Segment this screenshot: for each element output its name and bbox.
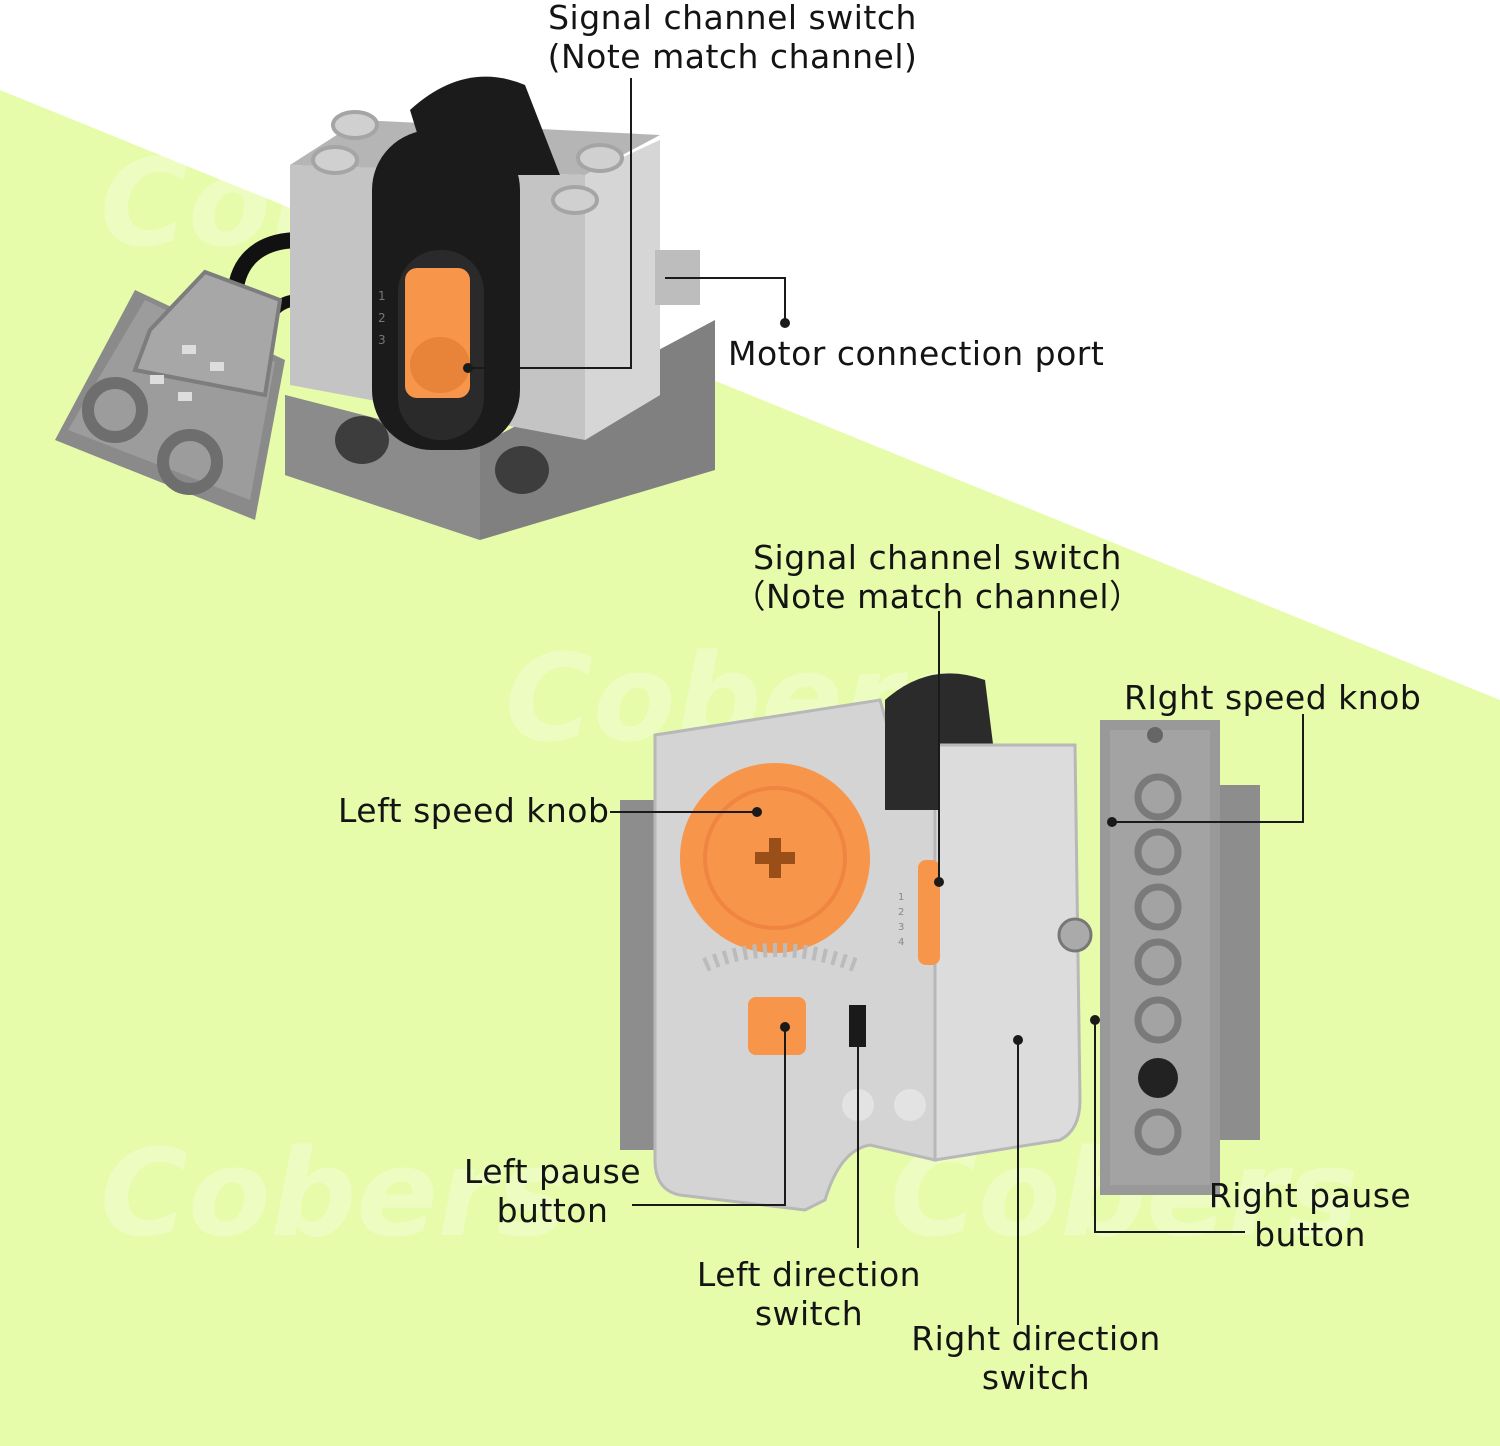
- left-direction-switch-label: Left direction switch: [680, 1255, 938, 1333]
- svg-text:4: 4: [898, 937, 904, 948]
- watermark-4: Cobers: [100, 1125, 568, 1264]
- receiver-channel-switch-line2: (Note match channel): [547, 37, 918, 76]
- remote-channel-switch-line1: Signal channel switch: [753, 538, 1122, 577]
- watermark-2: Cobers: [890, 135, 1358, 274]
- svg-text:2: 2: [378, 311, 386, 325]
- svg-text:1: 1: [898, 892, 904, 903]
- right-direction-switch-label: Right direction switch: [895, 1319, 1177, 1397]
- leader-right-speed-knob: [1112, 714, 1304, 823]
- leader-motor-port: [665, 277, 786, 323]
- left-pause-button-line2: button: [496, 1191, 609, 1230]
- left-pause-button-label: Left pause button: [440, 1152, 665, 1230]
- receiver-channel-switch-label: Signal channel switch (Note match channe…: [520, 0, 945, 76]
- leader-left-pause: [632, 1027, 786, 1206]
- right-pause-button-line2: button: [1254, 1215, 1366, 1254]
- ir-receiver-module-icon: 1 2 3: [55, 76, 715, 540]
- left-pause-button-line1: Left pause: [463, 1152, 642, 1191]
- right-speed-knob-label: RIght speed knob: [1124, 678, 1422, 717]
- svg-text:3: 3: [898, 922, 904, 933]
- ir-remote-control-icon: 1 2 3 4: [620, 673, 1260, 1212]
- right-pause-button-line1: Right pause: [1208, 1176, 1412, 1215]
- svg-text:3: 3: [378, 333, 386, 347]
- remote-channel-switch-line2: （Note match channel）: [732, 577, 1143, 616]
- left-direction-switch-line1: Left direction: [696, 1255, 922, 1294]
- svg-text:2: 2: [898, 907, 904, 918]
- right-pause-button-label: Right pause button: [1195, 1176, 1425, 1254]
- leader-lines: [468, 78, 1304, 1325]
- remote-channel-switch-label: Signal channel switch （Note match channe…: [725, 538, 1150, 616]
- leader-dots: [463, 318, 1117, 1045]
- right-direction-switch-line2: switch: [981, 1358, 1091, 1397]
- right-direction-switch-line1: Right direction: [911, 1319, 1161, 1358]
- leader-right-pause: [1094, 1020, 1245, 1233]
- motor-port-label: Motor connection port: [728, 334, 1105, 373]
- leader-receiver-channel: [468, 78, 632, 369]
- left-direction-switch-line2: switch: [754, 1294, 864, 1333]
- left-speed-knob-label: Left speed knob: [338, 791, 610, 830]
- receiver-channel-switch-line1: Signal channel switch: [548, 0, 917, 37]
- svg-text:1: 1: [378, 289, 386, 303]
